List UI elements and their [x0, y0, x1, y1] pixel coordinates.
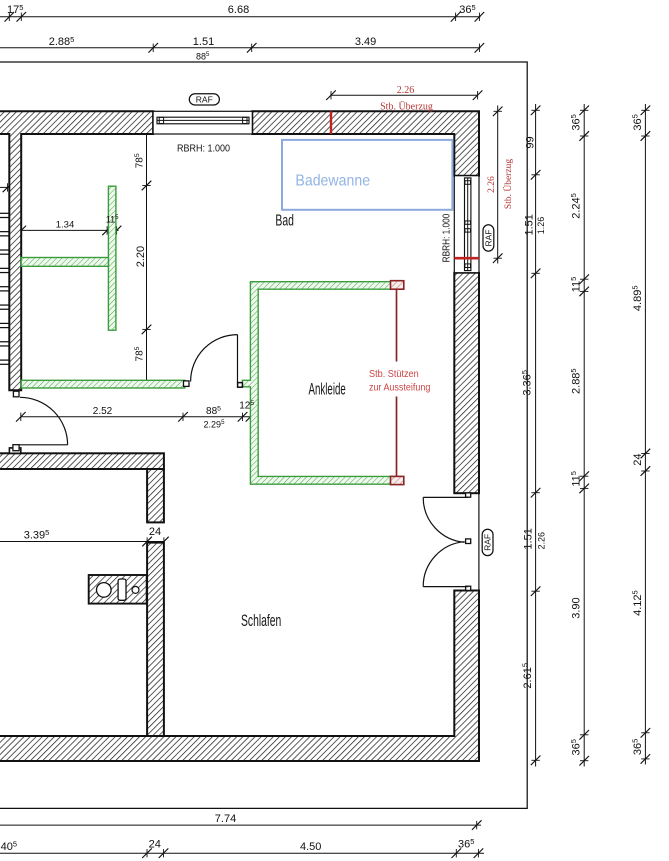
svg-text:RBRH: 1.000: RBRH: 1.000	[440, 214, 452, 263]
svg-text:2.26: 2.26	[487, 176, 497, 193]
svg-text:115: 115	[569, 471, 582, 487]
svg-text:1.51: 1.51	[523, 214, 535, 235]
svg-text:RAF: RAF	[483, 534, 493, 551]
svg-text:7.74: 7.74	[215, 813, 236, 825]
svg-text:2.26: 2.26	[397, 85, 415, 96]
svg-text:365: 365	[569, 739, 582, 755]
svg-text:Schlafen: Schlafen	[241, 611, 281, 630]
svg-text:785: 785	[134, 153, 145, 168]
svg-text:2.20: 2.20	[135, 246, 147, 267]
svg-text:125: 125	[239, 400, 254, 411]
svg-text:1.34: 1.34	[56, 220, 75, 231]
svg-text:4.895: 4.895	[631, 286, 644, 312]
svg-text:885: 885	[206, 405, 221, 416]
svg-text:1.51: 1.51	[522, 528, 534, 549]
svg-text:2.295: 2.295	[204, 419, 226, 429]
svg-text:2.885: 2.885	[569, 368, 582, 394]
svg-text:785: 785	[134, 346, 145, 361]
svg-text:405: 405	[1, 839, 17, 852]
svg-text:2.245: 2.245	[569, 193, 582, 219]
svg-text:RBRH: 1.000: RBRH: 1.000	[177, 143, 230, 155]
svg-text:Badewanne: Badewanne	[295, 172, 370, 189]
svg-text:Stb. Überzug: Stb. Überzug	[502, 159, 514, 209]
svg-text:6.68: 6.68	[228, 4, 249, 16]
svg-text:zur Aussteifung: zur Aussteifung	[369, 383, 430, 394]
svg-text:4.50: 4.50	[300, 841, 321, 853]
svg-text:RAF: RAF	[196, 95, 213, 105]
svg-text:885: 885	[196, 51, 210, 61]
svg-text:1.26: 1.26	[536, 217, 546, 235]
svg-text:365: 365	[569, 114, 582, 130]
svg-text:4.125: 4.125	[631, 590, 644, 616]
svg-text:365: 365	[631, 114, 644, 130]
svg-text:24: 24	[149, 526, 161, 538]
svg-text:Bad: Bad	[275, 213, 294, 230]
svg-text:2.52: 2.52	[93, 406, 113, 417]
svg-text:Ankleide: Ankleide	[309, 380, 346, 399]
svg-text:115: 115	[106, 214, 119, 224]
svg-text:3.365: 3.365	[520, 370, 533, 396]
svg-text:2.26: 2.26	[537, 532, 547, 550]
svg-text:365: 365	[459, 3, 475, 16]
svg-text:RAF: RAF	[484, 230, 494, 247]
svg-text:1.51: 1.51	[193, 36, 214, 48]
svg-text:Stb. Überzug: Stb. Überzug	[380, 100, 433, 112]
svg-text:3.90: 3.90	[570, 597, 582, 618]
svg-text:2.885: 2.885	[49, 35, 75, 48]
svg-text:99: 99	[524, 136, 536, 148]
svg-text:365: 365	[458, 837, 474, 850]
svg-text:Stb. Stützen: Stb. Stützen	[369, 369, 419, 380]
svg-text:24: 24	[149, 839, 161, 851]
svg-text:3.49: 3.49	[355, 36, 376, 48]
svg-text:3.395: 3.395	[24, 528, 50, 541]
svg-text:365: 365	[631, 739, 644, 755]
svg-text:24: 24	[632, 453, 644, 465]
svg-text:2.615: 2.615	[521, 663, 534, 689]
